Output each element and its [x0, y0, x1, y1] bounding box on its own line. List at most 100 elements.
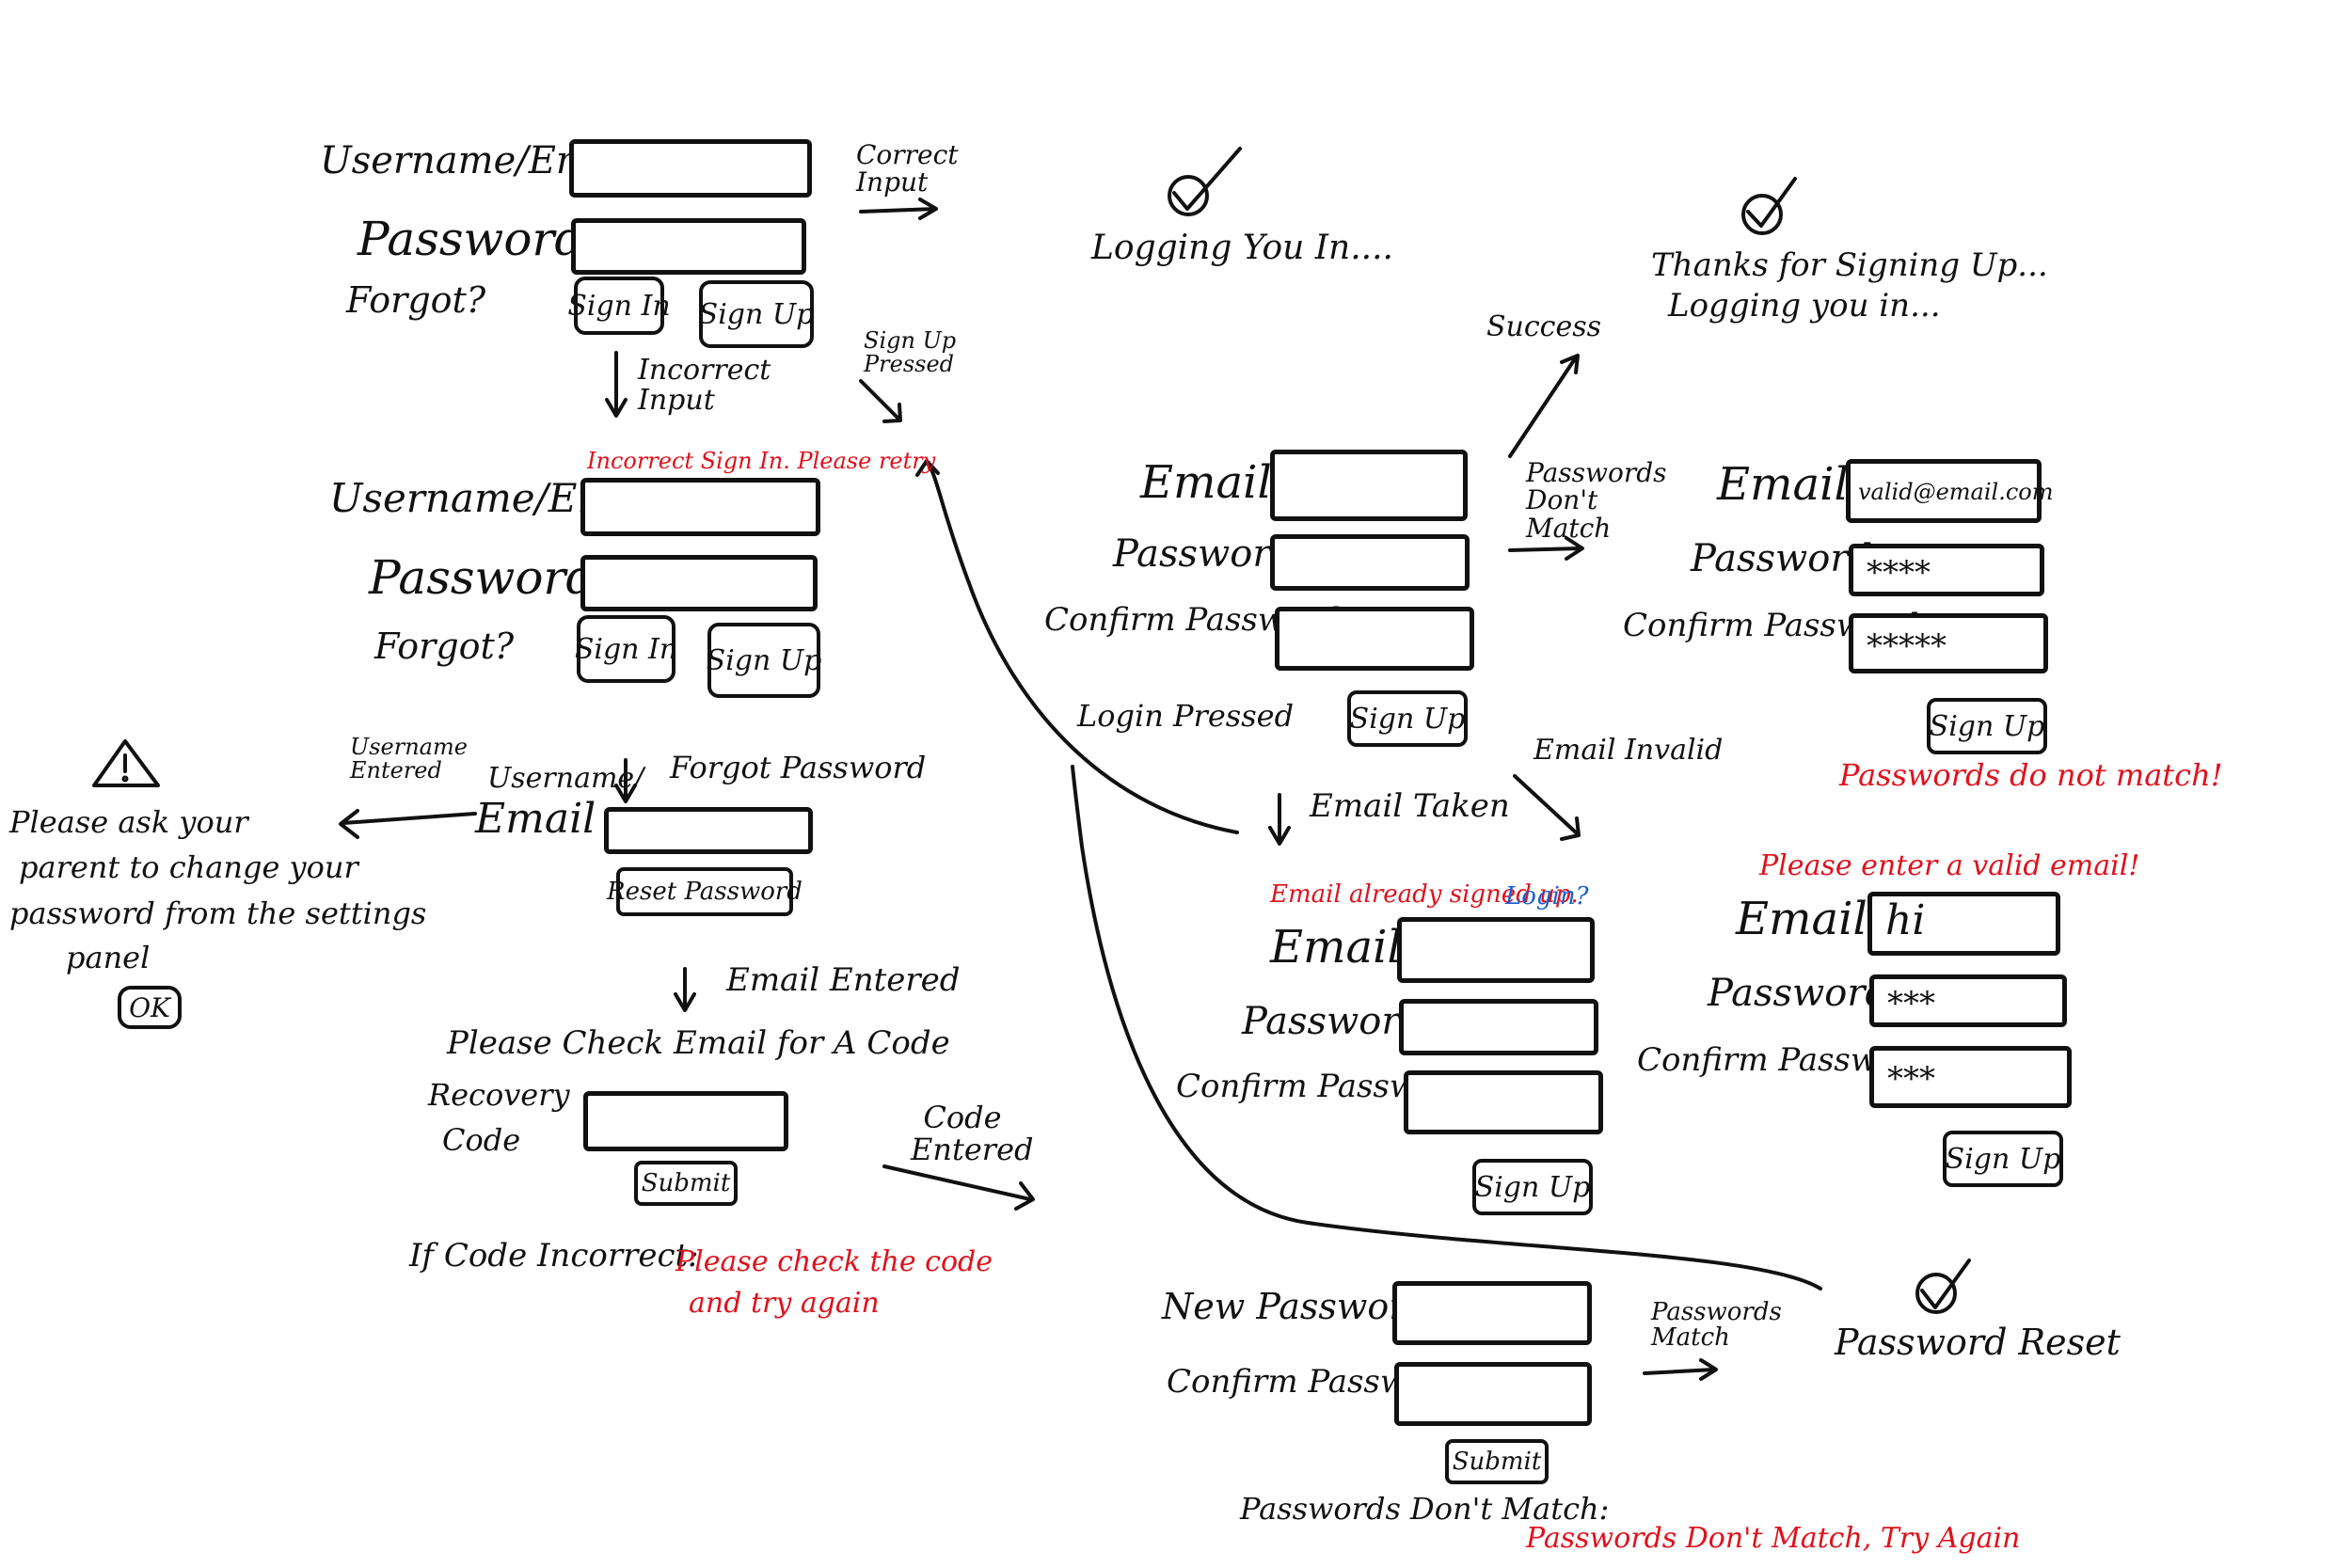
- reset-mismatch-error: Passwords Don't Match, Try Again: [1526, 1522, 2021, 1555]
- check-mark-logging: [1172, 147, 1242, 211]
- label-correct-input: Correct Input: [856, 139, 959, 198]
- label-forgot-password: Forgot Password: [670, 750, 927, 785]
- invalid-password-value: ***: [1887, 985, 1935, 1022]
- reset-password-button[interactable]: Reset Password: [607, 867, 803, 916]
- login-error-sign-up-button[interactable]: Sign Up: [707, 623, 821, 698]
- check-mark-reset: [1920, 1259, 1971, 1309]
- login-error-password-label: Password: [369, 550, 596, 605]
- arrow-username-entered: [339, 809, 477, 839]
- reset-new-label: New Password: [1162, 1286, 1429, 1327]
- signup-sign-up-button[interactable]: Sign Up: [1347, 690, 1468, 747]
- signup-thanks-text: Thanks for Signing Up...: [1651, 246, 2048, 284]
- recovery-label-line2: Code: [442, 1122, 521, 1158]
- taken-confirm-input[interactable]: [1404, 1070, 1603, 1134]
- password-reset-text: Password Reset: [1835, 1322, 2121, 1363]
- invalid-password-label: Password: [1708, 972, 1890, 1015]
- mismatch-sign-up-button[interactable]: Sign Up: [1927, 698, 2047, 754]
- signup-password-input[interactable]: [1270, 534, 1470, 591]
- label-email-taken: Email Taken: [1310, 787, 1510, 825]
- label-username-entered: Username Entered: [350, 734, 468, 784]
- reset-new-input[interactable]: [1392, 1281, 1592, 1345]
- login-error-message: Incorrect Sign In. Please retry: [587, 448, 936, 474]
- recovery-label-line1: Recovery: [428, 1077, 570, 1113]
- label-incorrect-input: Incorrect Input: [638, 354, 771, 417]
- check-circle-reset: [1915, 1273, 1957, 1314]
- mismatch-password-value: ****: [1867, 554, 1931, 592]
- taken-error: Email already signed up.: [1270, 880, 1579, 909]
- signup-email-input[interactable]: [1270, 450, 1468, 521]
- mismatch-email-input[interactable]: valid@email.com: [1846, 459, 2053, 523]
- reset-confirm-input[interactable]: [1394, 1362, 1592, 1426]
- label-passwords-match: Passwords Match: [1651, 1298, 1782, 1353]
- parent-message-line1: Please ask your: [9, 804, 248, 840]
- label-success: Success: [1486, 310, 1602, 343]
- arrow-forgot-password: [614, 758, 637, 803]
- login-forgot-link[interactable]: Forgot?: [346, 279, 486, 321]
- login-error-forgot-link[interactable]: Forgot?: [374, 626, 515, 667]
- login-error-password-input[interactable]: [580, 555, 818, 611]
- warning-triangle: [92, 739, 160, 787]
- signup-confirm-input[interactable]: [1275, 607, 1474, 671]
- curve-reset-to-login: [1071, 765, 1822, 1291]
- label-passwords-dont-match: Passwords Don't Match: [1526, 457, 1667, 544]
- forgot-label-line1: Username/: [487, 762, 644, 795]
- recovery-error-line2: and try again: [689, 1287, 880, 1320]
- arrow-incorrect-input: [605, 351, 628, 418]
- reset-submit-button[interactable]: Submit: [1445, 1439, 1549, 1484]
- invalid-email-label: Email: [1736, 893, 1867, 945]
- login-error-sign-in-button[interactable]: Sign In: [575, 615, 677, 683]
- curve-login-link: [915, 459, 1239, 834]
- parent-message-line4: panel: [66, 940, 151, 975]
- mismatch-password-label: Password: [1691, 537, 1873, 580]
- parent-message-line3: password from the settings: [9, 895, 427, 931]
- mismatch-email-value: valid@email.com: [1858, 479, 2054, 505]
- reset-mismatch-label: Passwords Don't Match:: [1240, 1491, 1610, 1527]
- invalid-email-input[interactable]: hi: [1867, 892, 2060, 956]
- invalid-error: Please enter a valid email!: [1759, 849, 2140, 882]
- invalid-confirm-input[interactable]: ***: [1869, 1046, 2072, 1108]
- taken-password-input[interactable]: [1399, 999, 1598, 1055]
- arrow-sign-up-pressed: [859, 379, 902, 423]
- login-password-input[interactable]: [571, 218, 806, 275]
- label-code-entered: Code Entered: [911, 1100, 1034, 1167]
- login-password-label: Password: [358, 212, 585, 266]
- recovery-heading: Please Check Email for A Code: [447, 1024, 950, 1062]
- taken-sign-up-button[interactable]: Sign Up: [1472, 1159, 1593, 1215]
- taken-password-label: Password: [1242, 1000, 1424, 1043]
- login-error-username-input[interactable]: [580, 478, 820, 536]
- mismatch-error: Passwords do not match!: [1839, 757, 2223, 793]
- invalid-confirm-value: ***: [1887, 1060, 1935, 1098]
- arrow-passwords-dont-match: [1508, 536, 1584, 561]
- arrow-passwords-match: [1643, 1358, 1718, 1381]
- recovery-submit-button[interactable]: Submit: [634, 1161, 738, 1206]
- signup-password-label: Password: [1113, 532, 1295, 576]
- arrow-email-taken: [1268, 793, 1291, 846]
- arrow-email-entered: [674, 967, 696, 1012]
- label-sign-up-pressed: Sign Up Pressed: [864, 327, 957, 378]
- mismatch-confirm-value: *****: [1867, 627, 1947, 665]
- forgot-email-input[interactable]: [604, 807, 813, 854]
- taken-login-link[interactable]: Login?: [1505, 882, 1589, 911]
- recovery-code-input[interactable]: [583, 1091, 788, 1151]
- arrow-email-invalid: [1513, 774, 1581, 841]
- login-sign-in-button[interactable]: Sign In: [567, 277, 671, 335]
- mismatch-password-input[interactable]: ****: [1849, 544, 2044, 596]
- login-sign-up-button[interactable]: Sign Up: [699, 280, 814, 348]
- taken-email-input[interactable]: [1397, 917, 1595, 983]
- invalid-password-input[interactable]: ***: [1869, 974, 2067, 1027]
- recovery-if-incorrect: If Code Incorrect:: [409, 1237, 699, 1275]
- invalid-sign-up-button[interactable]: Sign Up: [1943, 1131, 2063, 1187]
- login-username-input[interactable]: [569, 139, 812, 198]
- invalid-email-value: hi: [1885, 896, 1926, 944]
- signup-email-label: Email: [1140, 456, 1272, 509]
- arrow-correct-input: [859, 198, 938, 220]
- signup-logging-text: Logging you in...: [1668, 287, 1941, 325]
- label-login-pressed: Login Pressed: [1077, 698, 1295, 734]
- check-circle-signup: [1741, 194, 1783, 235]
- arrow-code-entered: [882, 1164, 1035, 1211]
- check-circle-logging: [1168, 175, 1209, 216]
- mismatch-confirm-input[interactable]: *****: [1849, 613, 2048, 673]
- label-email-entered: Email Entered: [726, 961, 961, 999]
- parent-ok-button[interactable]: OK: [118, 986, 182, 1029]
